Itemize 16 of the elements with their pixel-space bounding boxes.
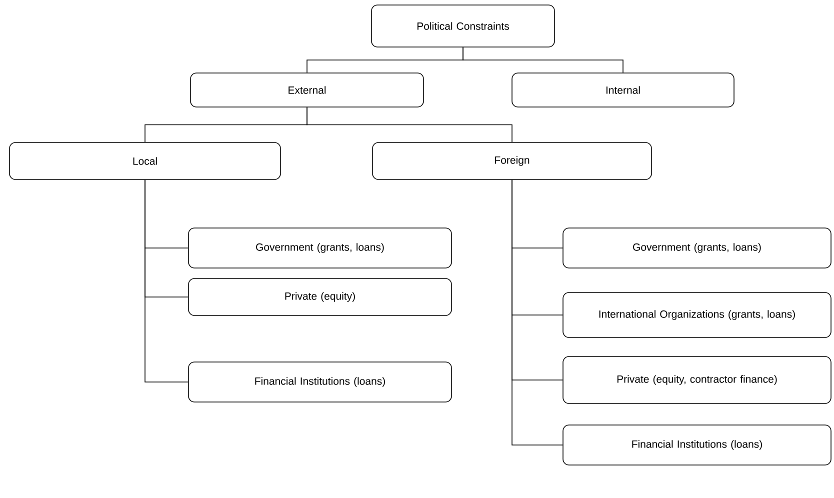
box: Local — [9, 142, 281, 180]
connector — [462, 47, 624, 73]
connector — [306, 107, 512, 142]
box: Political Constraints — [371, 4, 555, 48]
box: External — [190, 72, 424, 108]
box: Foreign — [372, 142, 652, 180]
box: Private (equity) — [188, 278, 452, 316]
box: Government (grants, loans) — [188, 228, 452, 268]
connector — [144, 180, 188, 382]
box: Internal — [512, 72, 734, 108]
box: Government (grants, loans) — [562, 228, 832, 268]
connector — [512, 180, 563, 446]
box: Private (equity, contractor finance) — [562, 356, 832, 404]
box: Financial Institutions (loans) — [562, 424, 832, 466]
box: International Organizations (grants, loans) — [562, 292, 832, 338]
box: Financial Institutions (loans) — [188, 362, 452, 402]
